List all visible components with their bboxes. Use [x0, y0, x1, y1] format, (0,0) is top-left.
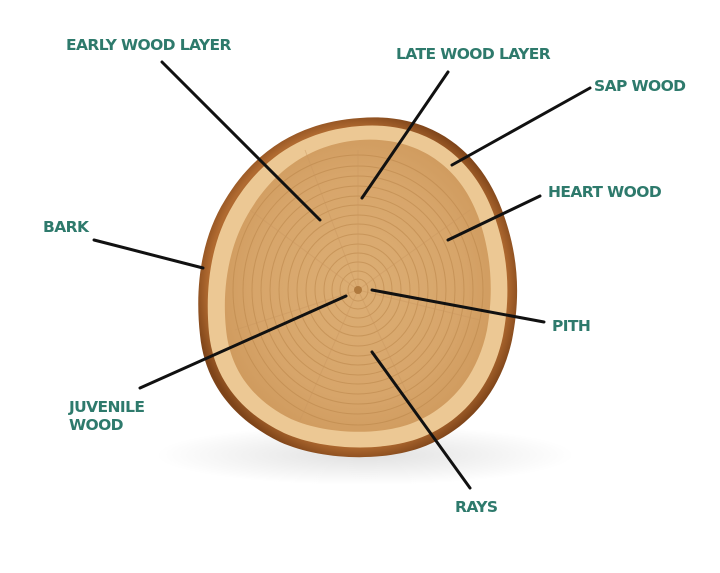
label-juvenile-wood: JUVENILE WOOD	[69, 398, 149, 434]
label-early-wood-layer: EARLY WOOD LAYER	[66, 36, 231, 54]
label-late-wood-layer: LATE WOOD LAYER	[396, 45, 551, 63]
pith-center	[354, 286, 362, 294]
label-sap-wood: SAP WOOD	[594, 77, 686, 95]
leader-juvenile-wood	[138, 294, 348, 390]
medullary-rays	[234, 149, 481, 421]
label-juvenile-wood-line-2: WOOD	[69, 416, 124, 434]
label-pith: PITH	[552, 317, 591, 335]
label-heart-wood: HEART WOOD	[548, 183, 662, 201]
leader-early-wood-layer	[160, 60, 322, 222]
growth-rings	[232, 154, 484, 426]
leader-pith	[370, 288, 546, 324]
label-rays: RAYS	[455, 498, 498, 516]
leader-heart-wood	[446, 194, 542, 242]
leader-late-wood-layer	[360, 70, 450, 200]
leader-sap-wood	[450, 86, 592, 167]
heartwood-layer	[224, 139, 491, 432]
leader-rays	[370, 350, 472, 490]
label-bark: BARK	[43, 218, 89, 236]
leader-lines	[92, 60, 592, 490]
label-juvenile-wood-line-1: JUVENILE	[69, 398, 145, 416]
leader-bark	[92, 238, 205, 270]
